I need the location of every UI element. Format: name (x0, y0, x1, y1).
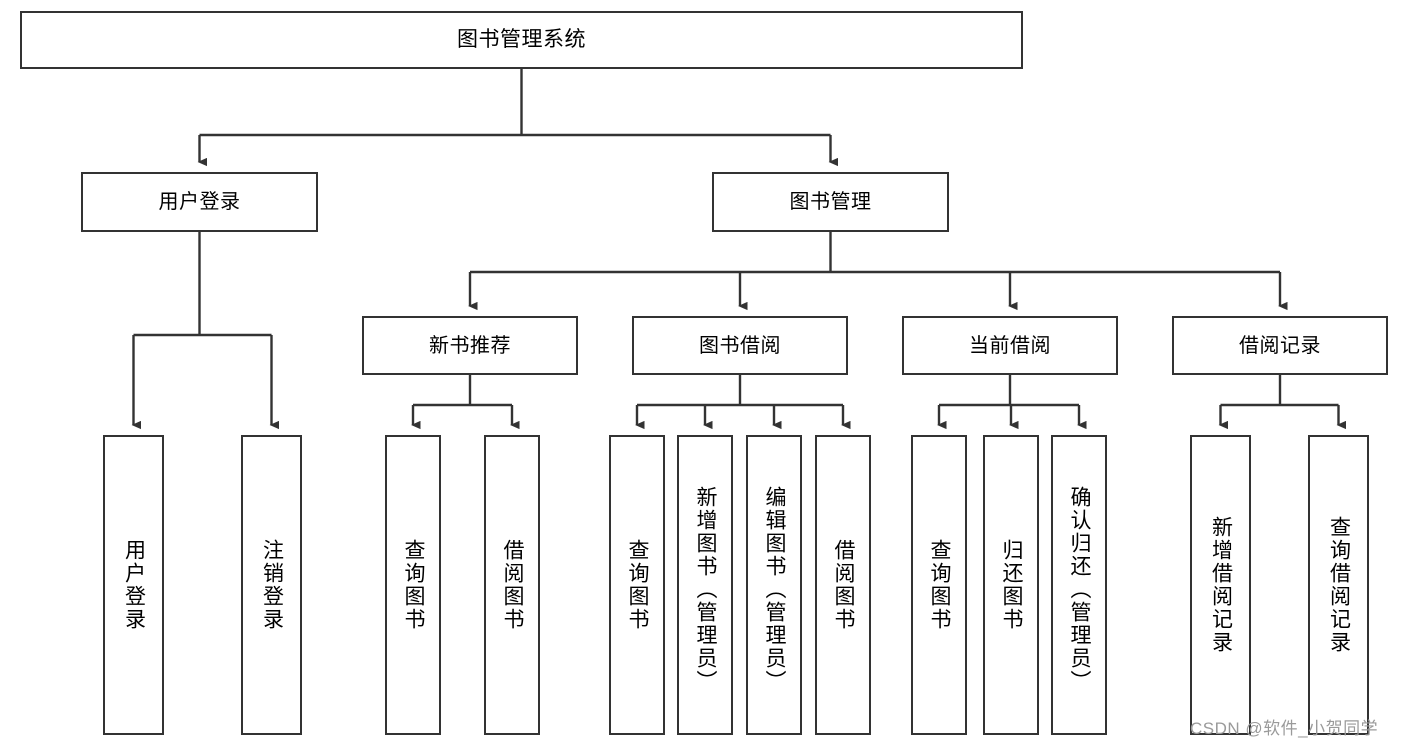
node-borrow-record-label: 借阅记录 (1239, 334, 1321, 357)
node-leaf-query-book-2[interactable]: 查询图书 (609, 435, 665, 735)
node-leaf-borrow-book-1-label: 借阅图书 (501, 539, 525, 631)
node-leaf-add-record[interactable]: 新增借阅记录 (1190, 435, 1251, 735)
node-leaf-query-book-1-label: 查询图书 (402, 539, 426, 631)
node-book-manage-label: 图书管理 (789, 191, 872, 213)
node-root[interactable]: 图书管理系统 (20, 11, 1023, 69)
csdn-watermark: CSDN @软件_小贺同学 (1190, 719, 1379, 738)
node-user-login-label: 用户登录 (158, 191, 241, 213)
node-leaf-query-book-3-label: 查询图书 (928, 539, 952, 631)
node-borrow-record[interactable]: 借阅记录 (1172, 316, 1388, 375)
node-leaf-logout[interactable]: 注销登录 (241, 435, 302, 735)
node-leaf-logout-label: 注销登录 (260, 539, 284, 631)
node-leaf-confirm-return[interactable]: 确认归还（管理员） (1051, 435, 1107, 735)
node-book-manage[interactable]: 图书管理 (712, 172, 949, 232)
node-leaf-edit-book-label: 编辑图书（管理员） (763, 485, 787, 693)
node-book-borrow-label: 图书借阅 (699, 334, 781, 357)
node-new-book-recommend[interactable]: 新书推荐 (362, 316, 578, 375)
node-current-borrow-label: 当前借阅 (969, 334, 1051, 357)
node-leaf-borrow-book-1[interactable]: 借阅图书 (484, 435, 540, 735)
node-leaf-query-book-2-label: 查询图书 (626, 539, 650, 631)
node-leaf-query-book-3[interactable]: 查询图书 (911, 435, 967, 735)
node-new-book-recommend-label: 新书推荐 (429, 334, 511, 357)
node-leaf-edit-book[interactable]: 编辑图书（管理员） (746, 435, 802, 735)
node-leaf-query-book-1[interactable]: 查询图书 (385, 435, 441, 735)
node-leaf-user-login[interactable]: 用户登录 (103, 435, 164, 735)
node-leaf-borrow-book-2[interactable]: 借阅图书 (815, 435, 871, 735)
node-leaf-borrow-book-2-label: 借阅图书 (832, 539, 856, 631)
node-leaf-add-record-label: 新增借阅记录 (1209, 516, 1233, 654)
node-current-borrow[interactable]: 当前借阅 (902, 316, 1118, 375)
node-leaf-confirm-return-label: 确认归还（管理员） (1068, 485, 1092, 693)
node-leaf-query-record-label: 查询借阅记录 (1327, 516, 1351, 654)
node-book-borrow[interactable]: 图书借阅 (632, 316, 848, 375)
node-user-login[interactable]: 用户登录 (81, 172, 318, 232)
node-leaf-return-book-label: 归还图书 (1000, 539, 1024, 631)
node-root-label: 图书管理系统 (457, 28, 586, 52)
node-leaf-add-book[interactable]: 新增图书（管理员） (677, 435, 733, 735)
node-leaf-add-book-label: 新增图书（管理员） (694, 485, 718, 693)
node-leaf-query-record[interactable]: 查询借阅记录 (1308, 435, 1369, 735)
node-leaf-return-book[interactable]: 归还图书 (983, 435, 1039, 735)
node-leaf-user-login-label: 用户登录 (122, 539, 146, 631)
